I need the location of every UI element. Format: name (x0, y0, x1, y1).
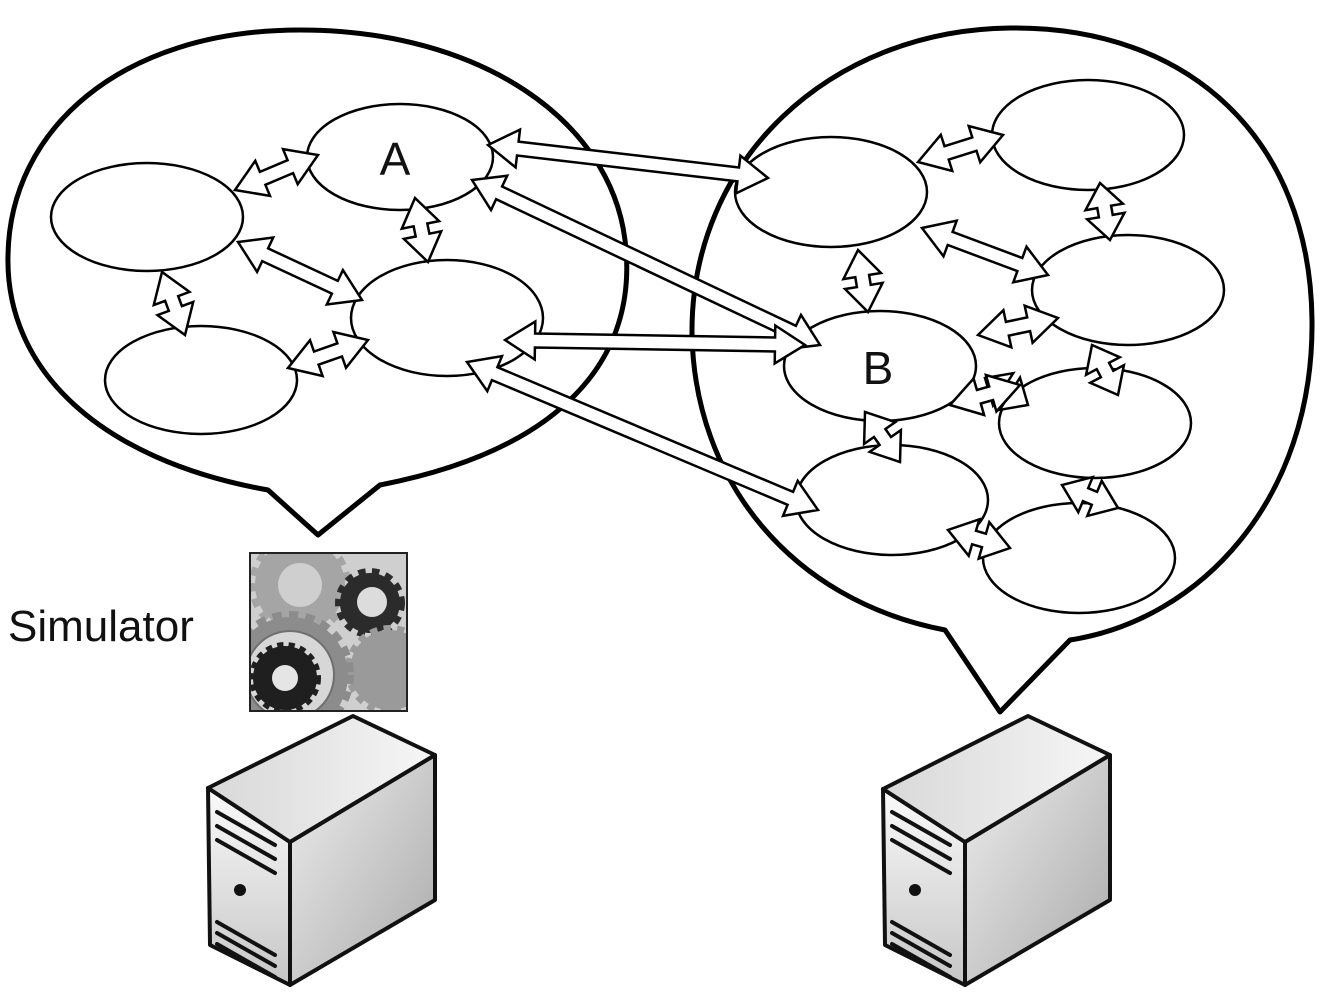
arrow-internal (235, 235, 365, 307)
node (981, 501, 1177, 615)
arrow-internal (1060, 475, 1120, 518)
node (733, 135, 929, 249)
arrow-internal (975, 303, 1061, 350)
node (49, 161, 245, 273)
arrow-cross-link (464, 354, 821, 518)
node-a-label: A (380, 133, 411, 185)
arrow-internal (947, 373, 1023, 417)
arrow-internal (232, 147, 321, 198)
arrow-internal (915, 124, 1006, 173)
arrow-internal (152, 269, 195, 338)
connection-arrows (152, 124, 1127, 561)
left-server-tower (206, 714, 437, 987)
node (349, 258, 545, 378)
right-cluster (733, 78, 1226, 615)
arrow-internal (285, 330, 371, 378)
arrow-internal (919, 219, 1051, 284)
arrow-cross-link (469, 174, 823, 351)
node (1030, 233, 1226, 347)
arrow-internal (945, 517, 1013, 561)
arrow-internal (1083, 180, 1127, 243)
arrow-cross-link (485, 127, 771, 196)
left-cluster (49, 102, 545, 436)
node-b-label: B (863, 342, 894, 394)
node (103, 324, 299, 436)
gears-icon (249, 552, 408, 712)
arrow-internal (841, 247, 885, 315)
simulator-label: Simulator (8, 602, 194, 651)
arrow-internal (399, 195, 444, 265)
right-server-tower (881, 714, 1112, 987)
arrow-cross-link (502, 319, 808, 366)
arrow-internal (862, 410, 903, 464)
arrow-internal (1084, 343, 1126, 397)
node (990, 78, 1186, 192)
